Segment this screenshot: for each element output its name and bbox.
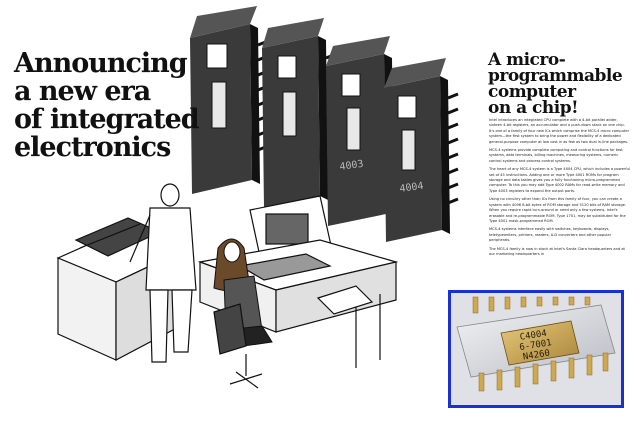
subhead-line: A micro- [488,50,566,70]
headline-line: a new era [14,76,151,107]
headline-line: electronics [14,132,171,163]
chip-photo: C4004 6-7001 N4260 [448,290,624,408]
body-paragraph: Intel introduces an integrated CPU compl… [489,118,630,144]
subhead-line: computer [488,82,576,102]
body-paragraph: MCS-4 systems provide complete computing… [489,148,623,163]
body-paragraph: The heart of any MCS-4 system is a Type … [489,167,630,193]
chip-pins-bottom [478,352,609,392]
chip-label-line: C4004 [519,329,547,343]
subhead-line: on a chip! [488,98,579,118]
subheadline: A micro- programmable computer on a chip… [488,50,638,118]
chip-label-line: N4260 [522,348,550,362]
headline-line: of integrated [14,104,200,135]
body-paragraph: The MCS-4 family is now in stock at Inte… [489,246,625,256]
chip-pins-top [472,296,591,314]
chip-mark-4004: 4004 [399,181,424,195]
headline-line: Announcing [14,48,188,79]
headline: Announcing a new era of integrated elect… [14,50,214,162]
body-paragraph: MCS-4 systems interface easily with swit… [489,227,612,243]
chip-mark-4003: 4003 [339,159,364,173]
chip-4004: 4004 [384,58,459,242]
subhead-line: programmable [488,66,623,86]
chip-gold-lid [500,320,580,366]
chip-4002 [262,18,337,208]
standing-man [129,183,197,363]
body-copy: Intel introduces an integrated CPU compl… [489,118,631,260]
chip-photo-image: C4004 6-7001 N4260 [451,293,621,405]
office-chair [213,303,263,389]
body-paragraph: Using no circuitry other than ICs from t… [489,197,626,223]
